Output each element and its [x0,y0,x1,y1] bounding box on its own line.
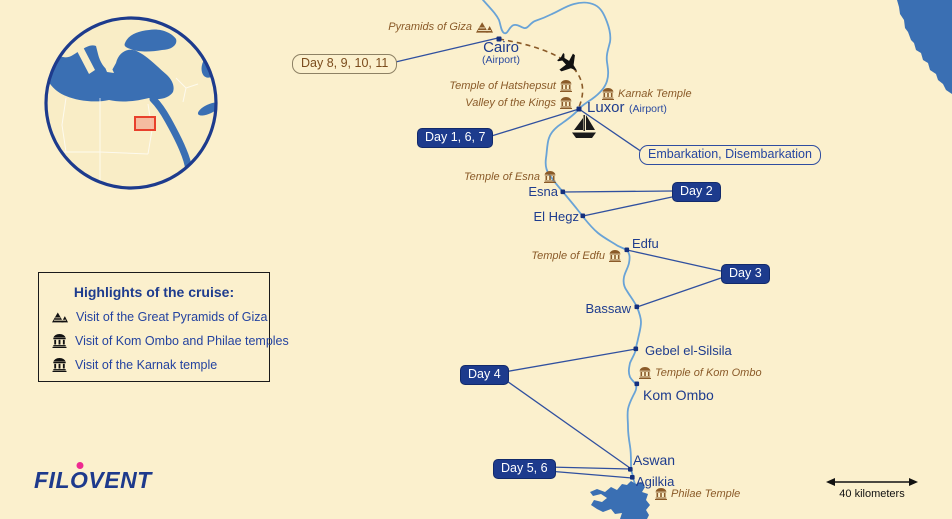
site-label-karnak-temple: Karnak Temple [602,88,692,100]
temple-icon [544,171,556,183]
site-text: Karnak Temple [618,88,692,100]
italy-peninsula [77,45,95,74]
black-sea [124,29,177,52]
temple-icon [655,488,667,500]
city-label-gebel-el-silsila: Gebel el-Silsila [645,343,732,358]
city-label-agilkia: Agilkia [636,474,675,489]
legend-title: Highlights of the cruise: [73,284,235,300]
badge-embarkation: Embarkation, Disembarkation [639,145,821,165]
temple-icon [52,334,67,348]
badge-day-4: Day 4 [460,365,509,385]
scale-arrow-icon [826,478,918,486]
site-label-valley-of-the-kings: Valley of the Kings [465,97,572,109]
temple-icon [639,367,651,379]
temple-icon [52,358,67,372]
city-name: Luxor [587,99,625,116]
temple-icon [602,88,614,100]
city-label-kom-ombo: Kom Ombo [643,387,714,403]
site-text: Pyramids of Giza [388,21,472,33]
badge-day-5-6: Day 5, 6 [493,459,556,479]
city-sub-airport: (Airport) [628,103,667,115]
logo-pink-dot [76,462,84,469]
legend-item: Visit of Kom Ombo and Philae temples [52,334,289,348]
site-label-temple-of-edfu: Temple of Edfu [531,250,621,262]
city-label-aswan: Aswan [633,452,676,468]
red-sea-inset [149,95,193,174]
legend-item: Visit of the Karnak temple [52,358,269,372]
nile-river [482,0,642,485]
logo-text: FIL [34,467,70,493]
pyramids-icon [52,311,68,323]
temple-icon [609,250,621,262]
site-label-philae-temple: Philae Temple [655,488,740,500]
temple-icon [560,97,572,109]
route-lines [386,37,722,479]
site-label-temple-of-kom-ombo: Temple of Kom Ombo [639,367,762,379]
logo-o: O [70,462,88,494]
site-text: Temple of Kom Ombo [655,367,762,379]
site-label-pyramids-of-giza: Pyramids of Giza [388,21,493,33]
pyramids-icon [476,21,493,33]
city-dots [496,36,640,480]
temple-icon [560,80,572,92]
greece-peninsula [102,55,114,73]
badge-day-2: Day 2 [672,182,721,202]
site-text: Philae Temple [671,488,741,500]
site-text: Temple of Hatshepsut [449,80,556,92]
legend-item: Visit of the Great Pyramids of Giza [52,310,269,324]
country-borders [60,77,199,188]
city-name: Cairo [483,39,519,56]
lake-nasser [590,481,650,519]
city-label-esna: Esna [528,184,558,199]
scale-bar: 40 kilometers [824,476,920,500]
city-sub-airport: (Airport) [482,54,520,66]
egypt-highlight-rect [134,116,156,131]
site-label-temple-of-esna: Temple of Esna [464,171,556,183]
legend-item-label: Visit of the Great Pyramids of Giza [76,310,268,324]
city-label-luxor: Luxor (Airport) [587,99,667,117]
legend-item-label: Visit of the Karnak temple [75,358,218,372]
site-label-temple-of-hatshepsut: Temple of Hatshepsut [449,80,572,92]
red-sea [897,0,952,94]
city-label-cairo: Cairo (Airport) [466,39,536,67]
city-label-edfu: Edfu [632,236,659,251]
world-locator-inset [44,16,218,190]
city-label-el-hegz: El Hegz [533,209,579,224]
mediterranean-sea [46,45,174,102]
plane-icon [557,52,578,72]
logo-text: VENT [88,467,152,493]
badge-day-3: Day 3 [721,264,770,284]
legend-item-label: Visit of Kom Ombo and Philae temples [75,334,289,348]
scale-label: 40 kilometers [839,488,905,500]
badge-day-8-9-10-11: Day 8, 9, 10, 11 [292,54,398,74]
highlights-legend: Highlights of the cruise: Visit of the G… [38,272,289,382]
ship-icon [572,115,596,138]
site-text: Valley of the Kings [465,97,556,109]
site-text: Temple of Edfu [531,250,605,262]
badge-day-1-6-7: Day 1, 6, 7 [417,128,494,148]
city-label-bassaw: Bassaw [585,301,631,316]
site-text: Temple of Esna [463,171,540,183]
